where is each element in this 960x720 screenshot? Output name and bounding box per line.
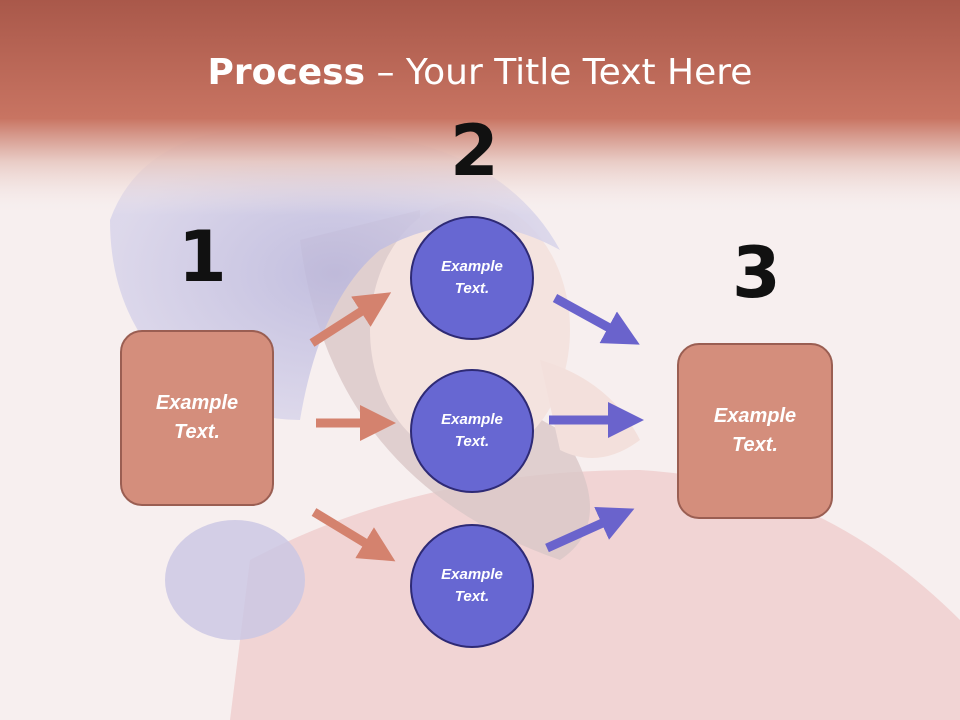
step-2-circle-top: Example Text. (410, 216, 534, 340)
slide-title: Process – Your Title Text Here (0, 52, 960, 93)
title-bold: Process (207, 52, 366, 93)
step-2-circle-middle: Example Text. (410, 369, 534, 493)
step-number-1: 1 (178, 216, 227, 298)
circle-top-text: Example Text. (441, 257, 503, 298)
title-rest: – Your Title Text Here (365, 52, 753, 93)
step-3-box-text: Example Text. (713, 405, 797, 456)
step-2-circle-bottom: Example Text. (410, 524, 534, 648)
step-number-2: 2 (450, 110, 499, 192)
step-1-box-text: Example Text. (155, 392, 239, 443)
step-number-3: 3 (732, 232, 781, 314)
step-3-box: Example Text. (677, 343, 833, 519)
circle-middle-text: Example Text. (441, 410, 503, 451)
step-1-box: Example Text. (120, 330, 274, 506)
circle-bottom-text: Example Text. (441, 565, 503, 606)
